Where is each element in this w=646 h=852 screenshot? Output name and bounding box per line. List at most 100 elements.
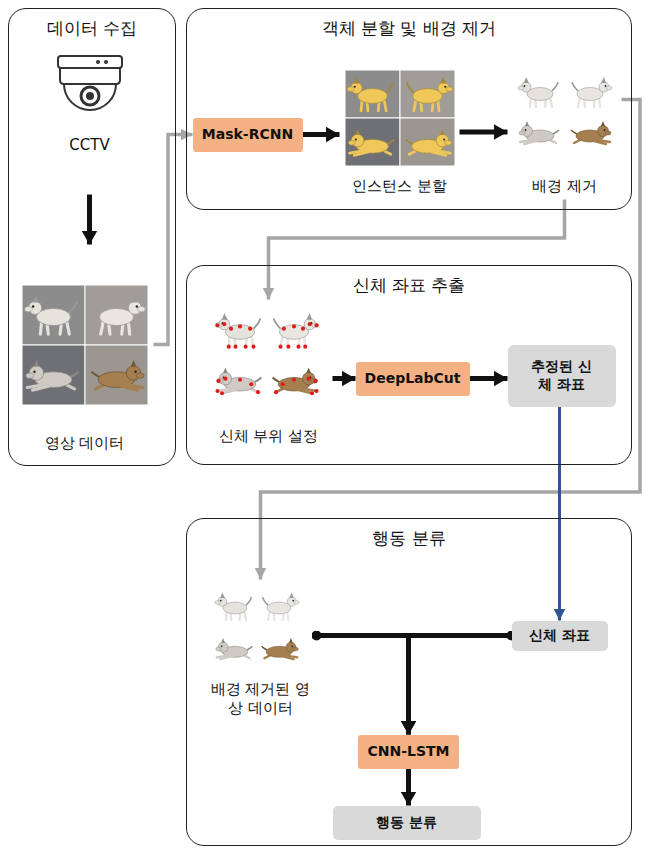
video-frames — [93, 295, 146, 334]
background-removed-frames — [519, 121, 559, 144]
keypoint-frames — [215, 323, 219, 327]
segmentation-frames — [444, 86, 446, 88]
cctv-icon — [58, 56, 122, 110]
model-box: Mask-RCNN — [193, 118, 303, 152]
keypoint-frames — [227, 345, 231, 349]
segmentation-frames — [354, 152, 368, 155]
segmentation-frames — [345, 118, 400, 166]
video-frames — [34, 360, 39, 367]
video-frames — [134, 371, 136, 373]
box-label: DeepLabCut — [365, 370, 461, 388]
background-removed-frames — [263, 597, 269, 605]
video-frames — [22, 285, 148, 405]
keypoint-frames — [303, 345, 307, 349]
background-removed-frames — [264, 656, 270, 659]
figure-caption: 배경 제거된 영상 데이터 — [205, 680, 317, 718]
keypoint-frames — [222, 313, 228, 320]
camera-figure: CCTV — [40, 50, 140, 195]
video-frames — [99, 308, 133, 325]
figure-caption: 영상 데이터 — [45, 434, 125, 453]
background-removed-frames — [291, 646, 293, 648]
stage-panel: 신체 좌표 추출신체 부위 설정 DeepLabCut 추정된 신체 좌표 — [186, 265, 632, 465]
background-removed-frames — [221, 638, 225, 643]
video-frames — [26, 373, 34, 378]
background-removed-frames — [524, 141, 536, 144]
background-removed-frames — [220, 656, 231, 659]
keypoint-frames — [217, 379, 221, 383]
video-frames — [93, 301, 101, 313]
keypoint-frames — [314, 389, 318, 393]
background-removed-frames — [216, 638, 253, 659]
stage-panel: 객체 분할 및 배경 제거Mask-RCNN인스턴스 분할배경 제거 — [186, 8, 632, 210]
background-removed-frames — [247, 646, 253, 650]
segmentation-frames — [445, 141, 452, 146]
background-removed-frames — [246, 597, 252, 605]
keypoint-frames — [292, 378, 296, 382]
image-figure: 영상 데이터 — [16, 245, 154, 457]
segmentation-frames — [348, 129, 394, 155]
flow-connector — [406, 769, 411, 806]
cctv-icon — [64, 84, 116, 110]
figure-caption: 신체 부위 설정 — [219, 427, 319, 446]
segmentation-frames — [347, 87, 354, 92]
background-removed-frames — [292, 600, 294, 602]
background-removed-frames — [552, 82, 558, 91]
model-box: DeepLabCut — [356, 362, 470, 396]
keypoint-frames — [314, 323, 318, 327]
segmentation-frames — [400, 118, 455, 166]
box-label: 추정된 신체 좌표 — [528, 358, 596, 393]
background-removed-frames — [267, 602, 291, 614]
segmentation-frames — [358, 89, 388, 104]
cctv-icon — [96, 60, 100, 64]
cctv-icon — [60, 68, 120, 84]
background-removed-frames — [550, 97, 552, 107]
keypoint-frames — [254, 319, 261, 329]
flow-connector — [261, 100, 641, 580]
keypoint-frames — [274, 319, 281, 329]
keypoint-frames — [225, 325, 254, 340]
keypoint-frames — [215, 367, 261, 395]
keypoint-frames — [222, 322, 226, 326]
keypoint-frames — [223, 377, 227, 381]
flow-connector — [470, 376, 508, 381]
video-frames — [136, 305, 138, 307]
background-removed-frames — [525, 121, 529, 126]
background-removed-frames — [289, 638, 293, 643]
segmentation-frames — [406, 139, 413, 144]
background-removed-frames — [525, 129, 527, 131]
segmentation-frames — [409, 151, 416, 154]
background-removed-frames — [268, 611, 270, 620]
keypoint-frames — [278, 345, 282, 349]
background-removed-frames — [289, 592, 294, 598]
flow-connector — [333, 376, 356, 381]
keypoint-frames — [274, 390, 278, 394]
flow-connector — [558, 407, 561, 621]
segmentation-frames — [413, 89, 443, 104]
background-removed-frames — [574, 140, 580, 143]
panel-title: 신체 좌표 추출 — [187, 275, 631, 296]
segmentation-frames — [354, 86, 356, 88]
video-frames — [22, 345, 85, 405]
segmentation-frames — [406, 129, 452, 155]
background-removed-frames — [577, 88, 603, 101]
background-removed-frames — [262, 646, 268, 650]
image-figure: 신체 부위 설정 — [205, 300, 333, 450]
background-removed-frames — [223, 602, 247, 614]
background-removed-frames — [527, 88, 553, 101]
keypoint-frames — [307, 377, 311, 381]
background-removed-frames — [524, 85, 526, 87]
video-frames — [71, 372, 79, 377]
cctv-icon — [86, 92, 94, 100]
panel-title: 객체 분할 및 배경 제거 — [187, 18, 631, 39]
background-removed-frames — [220, 600, 222, 602]
keypoint-frames — [248, 327, 252, 331]
background-removed-frames — [524, 77, 529, 83]
background-removed-frames — [519, 131, 525, 135]
keypoint-frames — [301, 327, 305, 331]
video-frames — [136, 373, 144, 378]
keypoint-frames — [273, 367, 319, 395]
keypoint-frames — [255, 378, 262, 383]
panel-title: 데이터 수집 — [9, 18, 175, 39]
keypoint-frames — [312, 323, 319, 328]
